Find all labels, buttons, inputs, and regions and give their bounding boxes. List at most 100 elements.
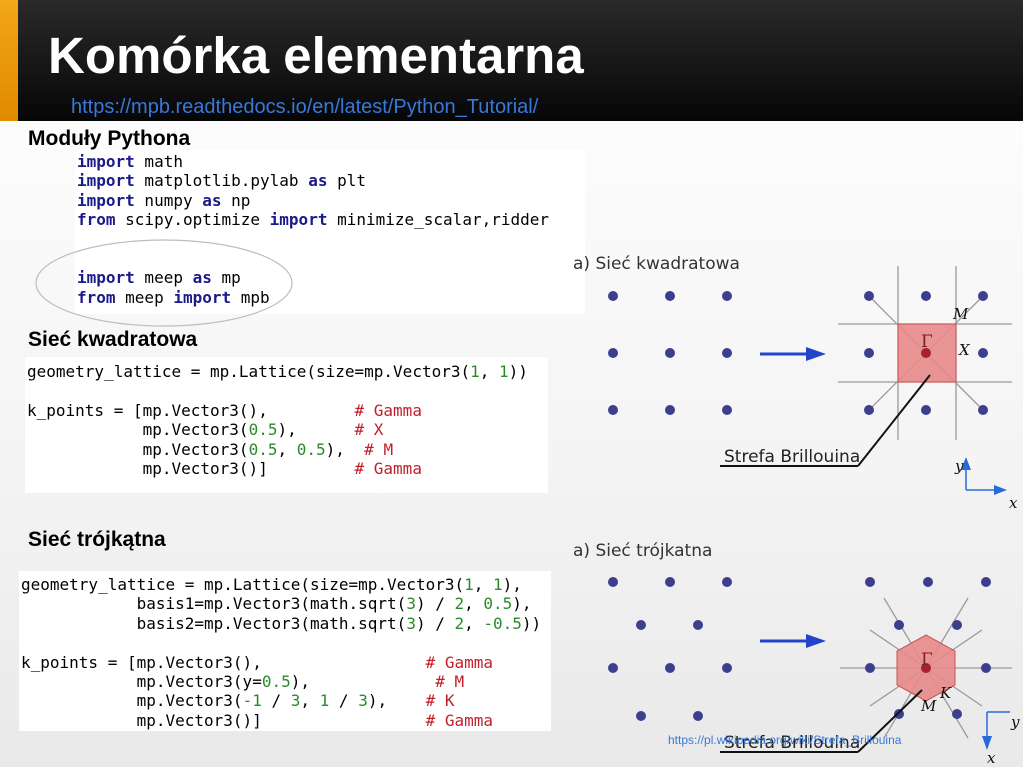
code-token: ) / (415, 594, 455, 614)
lattice-dot (665, 348, 675, 358)
lattice-dot (608, 291, 618, 301)
label-K-triangular: K (940, 684, 952, 702)
code-line: mp.Vector3(-1 / 3, 1 / 3), # K (21, 691, 551, 710)
meep-import-highlight (35, 239, 293, 327)
code-token: plt (327, 171, 366, 191)
code-token: numpy (134, 190, 203, 210)
code-token: ) / (415, 613, 455, 633)
triangular-lattice-left-dots (608, 577, 732, 721)
code-token: # Gamma (425, 652, 494, 672)
axis-x-square: x (1009, 494, 1018, 512)
code-token: from (77, 210, 116, 230)
source-link[interactable]: https://pl.wikipedia.org/wiki/Strefa_Bri… (668, 733, 902, 747)
triangular-arrow (760, 634, 826, 648)
lattice-dot (608, 663, 618, 673)
lattice-dot (693, 620, 703, 630)
code-token: # X (354, 420, 384, 440)
lattice-dot (722, 348, 732, 358)
code-token: math (134, 152, 183, 171)
lattice-dot (722, 405, 732, 415)
code-line: basis1=mp.Vector3(math.sqrt(3) / 2, 0.5)… (21, 594, 551, 613)
code-token: -0.5 (483, 613, 522, 633)
code-token: 3 (290, 691, 301, 711)
code-token: # Gamma (354, 458, 422, 478)
code-line: import matplotlib.pylab as plt (77, 171, 585, 190)
section-square-heading: Sieć kwadratowa (28, 328, 198, 351)
code-token: mp.Vector3( (27, 420, 249, 440)
code-token: np (221, 190, 251, 210)
lattice-dot (693, 711, 703, 721)
code-token: k_points = [mp.Vector3(), (27, 400, 355, 420)
code-token: # M (435, 671, 465, 691)
code-token: , (473, 575, 494, 594)
slide-title: Komórka elementarna (48, 27, 584, 84)
lattice-dot (608, 348, 618, 358)
code-token: 0.5 (248, 420, 278, 440)
lattice-dot (722, 663, 732, 673)
lattice-dot (665, 291, 675, 301)
section-triangular-heading: Sieć trójkątna (28, 528, 166, 551)
code-token: matplotlib.pylab (134, 171, 309, 191)
code-token: as (308, 171, 328, 191)
code-line: mp.Vector3(y=0.5), # M (21, 672, 551, 691)
code-line: mp.Vector3()] # Gamma (21, 711, 551, 730)
lattice-dot (665, 405, 675, 415)
brillouin-zone-label-triangular: Strefa Brillouina (724, 733, 861, 753)
code-block-triangular-lattice: geometry_lattice = mp.Lattice(size=mp.Ve… (19, 571, 551, 731)
header-bar: Komórka elementarna https://mpb.readthed… (0, 0, 1023, 121)
axis-x-triangular: x (987, 749, 996, 767)
code-line: import meep as mp (77, 268, 585, 287)
code-line: geometry_lattice = mp.Lattice(size=mp.Ve… (27, 362, 548, 381)
code-line: k_points = [mp.Vector3(), # Gamma (27, 401, 548, 420)
code-token: / (261, 691, 291, 711)
code-token: 0.5 (248, 439, 278, 459)
code-token: 0.5 (483, 594, 513, 614)
code-token: basis1=mp.Vector3(math.sqrt( (21, 594, 407, 614)
code-token: 2 (454, 594, 465, 614)
code-token: from (77, 287, 116, 307)
triangular-reciprocal-lattice (720, 577, 1012, 753)
lattice-dot (608, 577, 618, 587)
code-token: as (192, 268, 212, 288)
square-reciprocal-lattice (720, 266, 1012, 467)
code-token: , (479, 362, 500, 381)
lattice-dot (722, 577, 732, 587)
code-token: # Gamma (354, 400, 422, 420)
code-token: 2 (454, 613, 465, 633)
code-token: import (77, 152, 135, 171)
code-line: mp.Vector3(0.5), # X (27, 420, 548, 439)
lattice-dot (665, 577, 675, 587)
code-block-square-lattice: geometry_lattice = mp.Lattice(size=mp.Ve… (25, 357, 548, 493)
code-token: mp (211, 268, 241, 288)
lattice-dot (665, 663, 675, 673)
code-line: k_points = [mp.Vector3(), # Gamma (21, 653, 551, 672)
lattice-dot (722, 291, 732, 301)
code-token: / (329, 691, 359, 711)
tutorial-link[interactable]: https://mpb.readthedocs.io/en/latest/Pyt… (71, 96, 539, 118)
lattice-dot (608, 405, 618, 415)
code-token: -1 (242, 691, 262, 711)
code-line: mp.Vector3(0.5, 0.5), # M (27, 440, 548, 459)
code-token: mpb (231, 287, 270, 307)
code-token: mp.Vector3()] (21, 710, 426, 730)
code-token: minimize_scalar,ridder (327, 210, 550, 230)
code-token: , (277, 439, 297, 459)
brillouin-zone-label-square: Strefa Brillouina (724, 447, 861, 467)
code-token: mp.Vector3()] (27, 458, 355, 478)
code-token: mp.Vector3(y= (21, 671, 262, 691)
code-token: mp.Vector3( (21, 691, 243, 711)
code-token: 3 (358, 691, 368, 711)
code-token: ), (277, 420, 355, 440)
code-token: scipy.optimize (115, 210, 270, 230)
code-token: import (173, 287, 232, 307)
code-token: as (202, 190, 222, 210)
code-token: geometry_lattice = mp.Lattice(size=mp.Ve… (21, 575, 465, 594)
code-token: ), (290, 671, 436, 691)
code-token: import (77, 190, 135, 210)
code-token: import (77, 268, 135, 288)
code-token: 0.5 (261, 671, 291, 691)
code-token: meep (115, 287, 174, 307)
section-modules-heading: Moduły Pythona (28, 127, 191, 150)
square-lattice-title: a) Sieć kwadratowa (573, 254, 740, 274)
